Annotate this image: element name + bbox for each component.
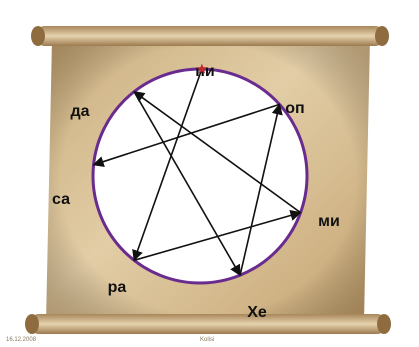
node-label-xe: Хе (247, 304, 267, 321)
node-label-pi: пи (195, 63, 215, 80)
footer-date: 16.12.2008 (6, 337, 36, 343)
scroll-top-roll (36, 26, 384, 46)
node-label-mi: ми (318, 213, 340, 230)
scroll-top-roll-end-right (375, 26, 389, 46)
scroll-bottom-roll (30, 314, 386, 334)
scroll-bottom-roll-end-right (377, 314, 391, 334)
node-label-ra: ра (108, 279, 127, 296)
diagram-circle (93, 69, 307, 283)
scroll-bottom-roll-end-left (25, 314, 39, 334)
footer-author: Kolisi (200, 337, 214, 343)
node-label-da: да (70, 103, 89, 120)
node-label-op: оп (285, 100, 304, 117)
node-label-sa: са (52, 191, 70, 208)
scroll-top-roll-end-left (31, 26, 45, 46)
